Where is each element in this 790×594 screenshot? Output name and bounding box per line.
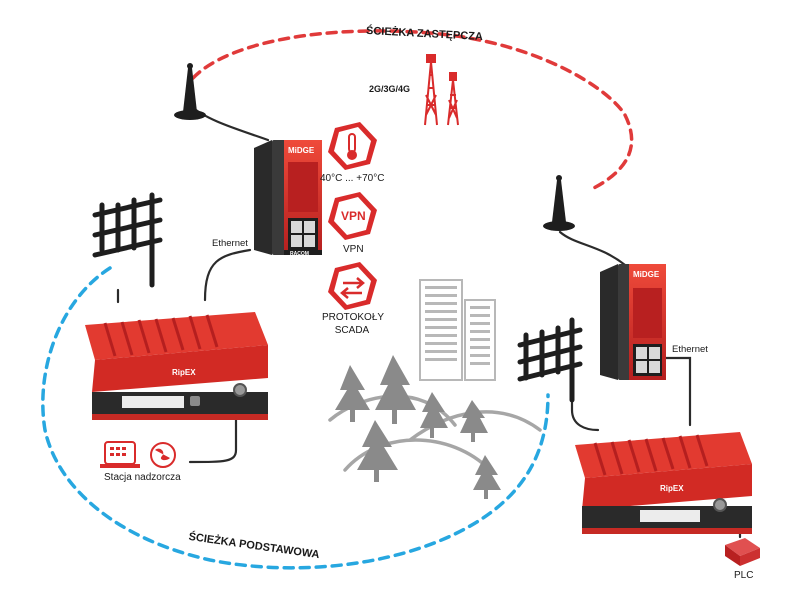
ripex-radio-left (85, 312, 268, 420)
antenna-icon (174, 63, 206, 120)
ripex-brand-right: RipEX (660, 484, 684, 493)
globe-icon (150, 442, 176, 468)
scada-label-line2: SCADA (334, 325, 370, 336)
computer-icon (100, 441, 140, 468)
station-label: Stacja nadzorcza (104, 472, 181, 483)
scada-label-line1: PROTOKOŁY (322, 312, 385, 323)
plc-label: PLC (734, 570, 754, 581)
protocol-arrows-icon (328, 262, 377, 310)
buildings (419, 279, 496, 381)
primary-path-line (41, 266, 550, 570)
midge-brand-right: MiDGE (633, 270, 660, 279)
ripex-brand-left: RipEX (172, 368, 196, 377)
plc-icon (725, 538, 760, 566)
yagi-antenna-icon (92, 192, 163, 288)
midge-router-right (600, 264, 666, 380)
antenna-icon (543, 175, 575, 231)
midge-router-left (254, 140, 322, 255)
trees (335, 355, 501, 499)
cell-tower-icon (424, 54, 459, 126)
vpn-icon (328, 192, 377, 240)
ripex-radio-right (575, 432, 752, 534)
ethernet-label-right: Ethernet (672, 344, 708, 355)
vpn-label: VPN (343, 244, 364, 255)
cellular-label: 2G/3G/4G (369, 84, 411, 94)
thermometer-icon (328, 122, 377, 170)
temperature-label: 40°C ... +70°C (320, 173, 385, 184)
midge-brand-left: MiDGE (288, 146, 315, 155)
ethernet-label-left: Ethernet (212, 238, 248, 249)
racom-brand-left: RACOM (290, 251, 309, 257)
backup-path-line (191, 29, 634, 192)
yagi-antenna-icon (517, 317, 583, 403)
vpn-badge-text: VPN (341, 209, 366, 223)
